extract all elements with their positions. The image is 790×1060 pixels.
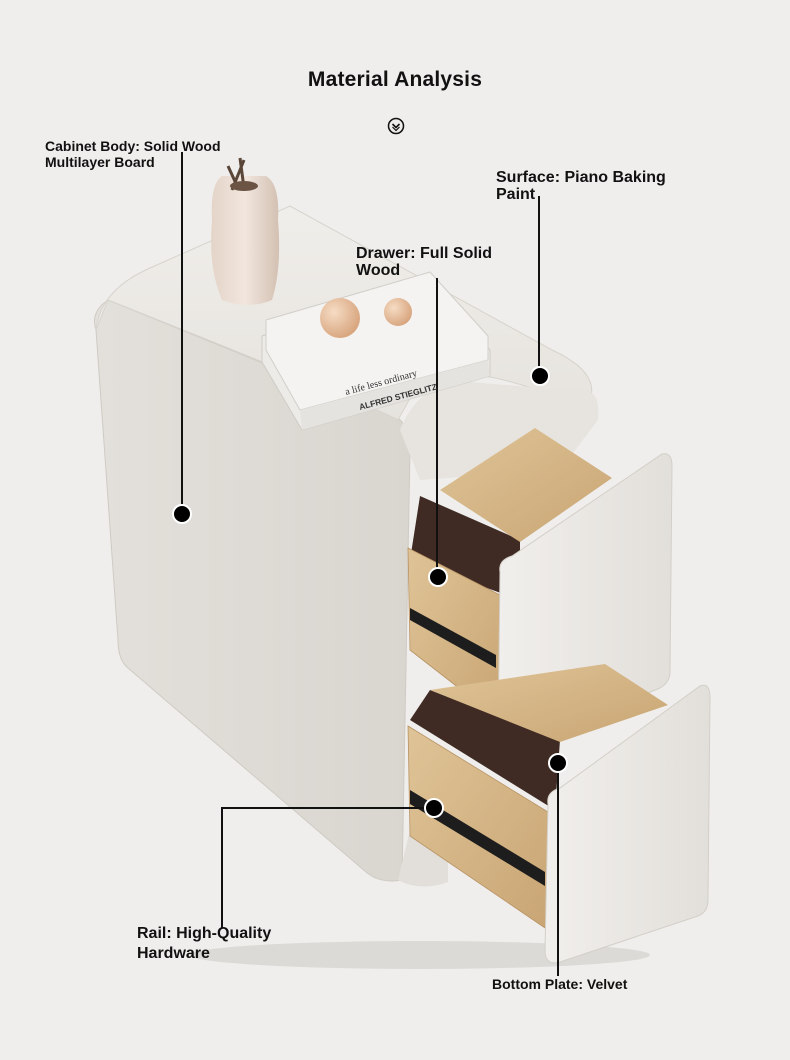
callout-cabinet-body-line-2: Multilayer Board bbox=[45, 154, 155, 170]
vase bbox=[211, 176, 280, 305]
chevron-down-circle-icon[interactable] bbox=[387, 117, 405, 135]
callout-cabinet-body: Cabinet Body: Solid Wood Multilayer Boar… bbox=[45, 138, 221, 170]
marker-rail bbox=[424, 798, 444, 818]
callout-bottom-plate-line-1: Bottom Plate: Velvet bbox=[492, 976, 628, 992]
lower-drawer-interior bbox=[410, 690, 560, 810]
callout-surface: Surface: Piano Baking Paint bbox=[496, 169, 666, 203]
callout-markers bbox=[172, 366, 568, 818]
marker-cabinet-body bbox=[172, 504, 192, 524]
large-wooden-ball bbox=[320, 298, 360, 338]
small-wooden-ball bbox=[384, 298, 412, 326]
upper-rail bbox=[410, 608, 496, 668]
lower-drawer-front bbox=[544, 684, 711, 964]
callout-rail-line-1: Rail: High-Quality bbox=[137, 925, 272, 942]
lower-rail bbox=[410, 790, 545, 886]
callout-surface-line-1: Surface: Piano Baking bbox=[496, 169, 666, 186]
callout-bottom-plate: Bottom Plate: Velvet bbox=[492, 976, 627, 992]
callout-rail: Rail: High-Quality Hardware bbox=[137, 924, 271, 964]
callout-cabinet-body-line-1: Cabinet Body: Solid Wood bbox=[45, 138, 221, 154]
page-title: Material Analysis bbox=[307, 68, 483, 91]
callout-drawer: Drawer: Full Solid Wood bbox=[356, 245, 492, 279]
marker-drawer bbox=[428, 567, 448, 587]
callout-surface-line-2: Paint bbox=[496, 186, 536, 203]
callout-rail-line-2: Hardware bbox=[137, 945, 210, 962]
lower-drawer-back bbox=[430, 664, 668, 742]
marker-surface bbox=[530, 366, 550, 386]
marker-bottom-plate bbox=[548, 753, 568, 773]
callout-lines bbox=[181, 152, 559, 976]
floor-shadow bbox=[190, 941, 650, 969]
callout-drawer-line-1: Drawer: Full Solid bbox=[356, 245, 493, 262]
callout-drawer-line-2: Wood bbox=[356, 262, 401, 279]
upper-drawer-back bbox=[440, 428, 612, 542]
